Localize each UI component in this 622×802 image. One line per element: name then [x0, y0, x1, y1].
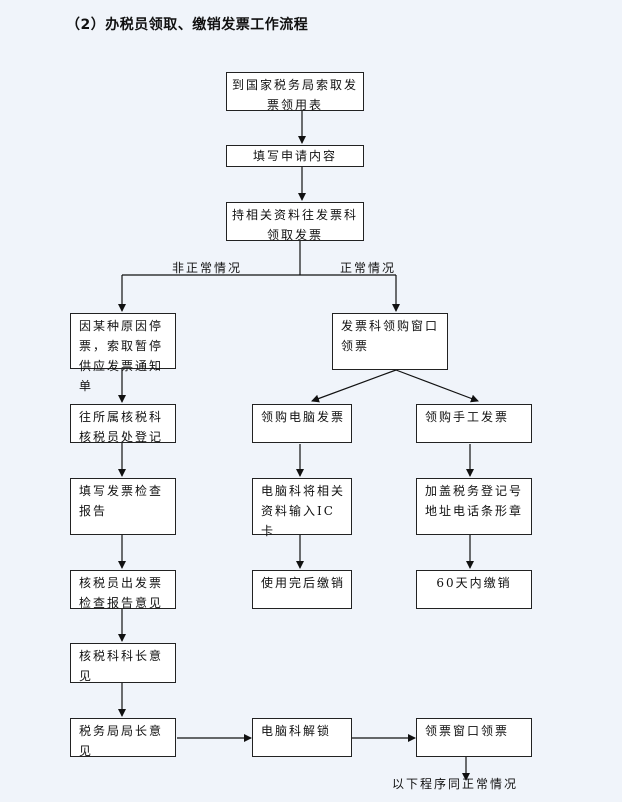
arrow-b5-b7	[311, 369, 397, 403]
step-buy-manual-invoice: 领购手工发票	[416, 404, 532, 443]
step-director-opinion: 税务局局长意见	[70, 718, 176, 758]
label-following-same: 以下程序同正常情况	[392, 777, 519, 791]
step-window-collect: 发票科领购窗口领票	[332, 313, 448, 370]
step-register-officer: 往所属核税科核税员处登记	[70, 404, 176, 444]
step-buy-computer-invoice: 领购电脑发票	[252, 404, 352, 443]
step-officer-opinion: 核税员出发票检查报告意见	[70, 570, 176, 610]
step-input-ic-card: 电脑科将相关资料输入IC卡	[252, 478, 352, 538]
step-bring-documents: 持相关资料往发票科领取发票	[226, 202, 364, 242]
step-get-form: 到国家税务局索取发票领用表	[226, 72, 364, 112]
step-section-chief-opinion: 核税科科长意见	[70, 643, 176, 683]
step-cancel-after-use: 使用完后缴销	[252, 570, 352, 609]
step-stamp-barcode: 加盖税务登记号地址电话条形章	[416, 478, 532, 535]
step-fill-check-report: 填写发票检查报告	[70, 478, 176, 535]
step-cancel-60-days: 60天内缴销	[416, 570, 532, 609]
page-title: （2）办税员领取、缴销发票工作流程	[66, 17, 309, 33]
label-normal: 正常情况	[340, 261, 397, 275]
step-window-collect-final: 领票窗口领票	[416, 718, 532, 757]
arrow-b5-b8	[395, 369, 479, 403]
step-fill-application: 填写申请内容	[226, 145, 364, 167]
step-suspension-notice: 因某种原因停票，索取暂停供应发票通知单	[70, 313, 176, 393]
label-abnormal: 非正常情况	[172, 261, 243, 275]
step-computer-unlock: 电脑科解锁	[252, 718, 352, 757]
